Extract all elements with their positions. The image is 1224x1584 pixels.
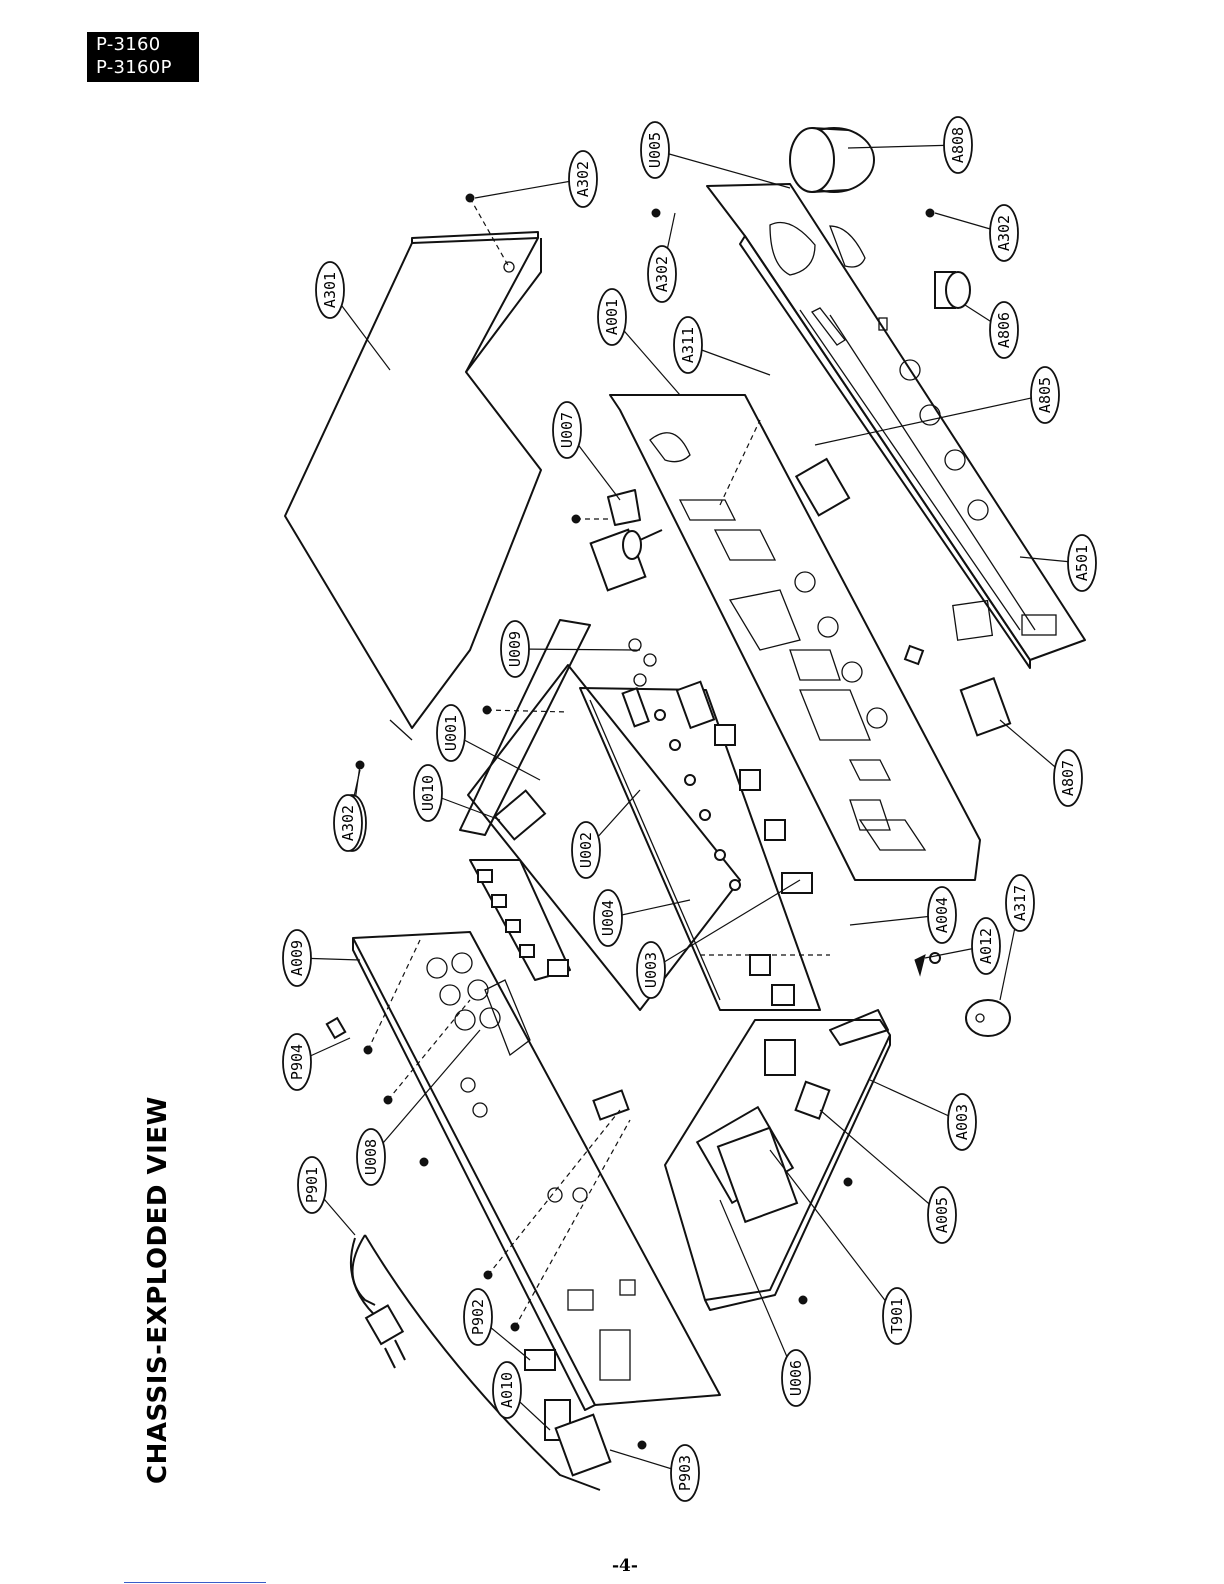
- part-callout-a806: A806: [965, 302, 1018, 358]
- misc-small-parts: [327, 678, 1010, 1038]
- callout-label: P903: [676, 1455, 694, 1491]
- part-callout-a311: A311: [674, 317, 770, 375]
- power-cord-part: [351, 1235, 600, 1490]
- part-callout-p903: P903: [610, 1445, 699, 1501]
- part-callout-p902: P902: [464, 1289, 530, 1360]
- callout-label: A012: [977, 928, 995, 964]
- part-callout-a317: A317: [1000, 875, 1034, 1000]
- callout-label: A501: [1073, 545, 1091, 581]
- callout-label: A005: [933, 1197, 951, 1233]
- page-number: -4-: [612, 1556, 638, 1576]
- callout-leader-line: [820, 1110, 942, 1215]
- rear-panel-part: [353, 932, 720, 1410]
- part-callout-a004: A004: [850, 887, 956, 943]
- callout-label: U006: [787, 1360, 805, 1396]
- callout-label: U004: [599, 900, 617, 936]
- callout-label: A302: [574, 161, 592, 197]
- callout-label: A001: [603, 299, 621, 335]
- part-callout-p904: P904: [283, 1034, 350, 1090]
- callout-label: T901: [888, 1298, 906, 1334]
- screws: [356, 194, 934, 1449]
- callout-leader-line: [371, 1030, 480, 1157]
- callout-label: A301: [321, 272, 339, 308]
- part-callout-a001: A001: [598, 289, 680, 395]
- part-callout-a010: A010: [493, 1362, 550, 1430]
- part-callout-a302: A302: [935, 205, 1018, 261]
- callout-label: A302: [995, 215, 1013, 251]
- callout-layer: A808U005A302A302A302A806A805A311A001A301…: [283, 117, 1096, 1501]
- callout-label: U002: [577, 832, 595, 868]
- part-callout-u006: U006: [720, 1200, 810, 1406]
- callout-leader-line: [655, 150, 790, 188]
- callout-label: A805: [1036, 377, 1054, 413]
- callout-label: A302: [653, 256, 671, 292]
- part-callout-u008: U008: [357, 1030, 480, 1185]
- part-callout-u005: U005: [641, 122, 790, 188]
- potentiometer-part: [591, 490, 662, 590]
- footer-rule: [124, 1582, 266, 1583]
- callout-label: A010: [498, 1372, 516, 1408]
- part-callout-a302: A302: [334, 770, 362, 851]
- callout-label: U009: [506, 631, 524, 667]
- callout-label: U010: [419, 775, 437, 811]
- small-knob-part: [935, 272, 970, 308]
- callout-label: P904: [288, 1044, 306, 1080]
- callout-label: A302: [339, 805, 357, 841]
- callout-label: U007: [558, 412, 576, 448]
- callout-label: A004: [933, 897, 951, 933]
- jack-board-part: [460, 620, 656, 839]
- part-callout-a003: A003: [870, 1080, 976, 1150]
- part-callout-u007: U007: [553, 402, 620, 500]
- callout-label: U003: [642, 952, 660, 988]
- callout-label: U005: [646, 132, 664, 168]
- callout-label: A311: [679, 327, 697, 363]
- callout-label: U001: [442, 715, 460, 751]
- part-callout-a005: A005: [820, 1110, 956, 1243]
- callout-leader-line: [475, 179, 583, 198]
- terminal-strip-part: [470, 860, 570, 980]
- callout-label: A808: [949, 127, 967, 163]
- rear-connectors-part: [525, 1090, 629, 1475]
- front-panel-part: [707, 184, 1085, 668]
- part-callout-p901: P901: [298, 1157, 355, 1235]
- callout-label: P901: [303, 1167, 321, 1203]
- callout-label: P902: [469, 1299, 487, 1335]
- callout-label: A003: [953, 1104, 971, 1140]
- callout-label: U008: [362, 1139, 380, 1175]
- callout-label: A317: [1011, 885, 1029, 921]
- part-callout-a302: A302: [475, 151, 597, 207]
- sub-panel-part: [610, 395, 980, 880]
- callout-leader-line: [770, 1150, 897, 1316]
- part-callout-a302: A302: [648, 213, 676, 302]
- callout-label: A009: [288, 940, 306, 976]
- callout-label: A806: [995, 312, 1013, 348]
- part-callout-a501: A501: [1020, 535, 1096, 591]
- callout-label: A807: [1059, 760, 1077, 796]
- part-callout-a009: A009: [283, 930, 360, 986]
- callout-leader-line: [720, 1200, 796, 1378]
- large-knob-part: [790, 128, 874, 192]
- part-callout-a807: A807: [1000, 720, 1082, 806]
- part-callout-u003: U003: [637, 880, 800, 998]
- callout-leader-line: [515, 649, 640, 650]
